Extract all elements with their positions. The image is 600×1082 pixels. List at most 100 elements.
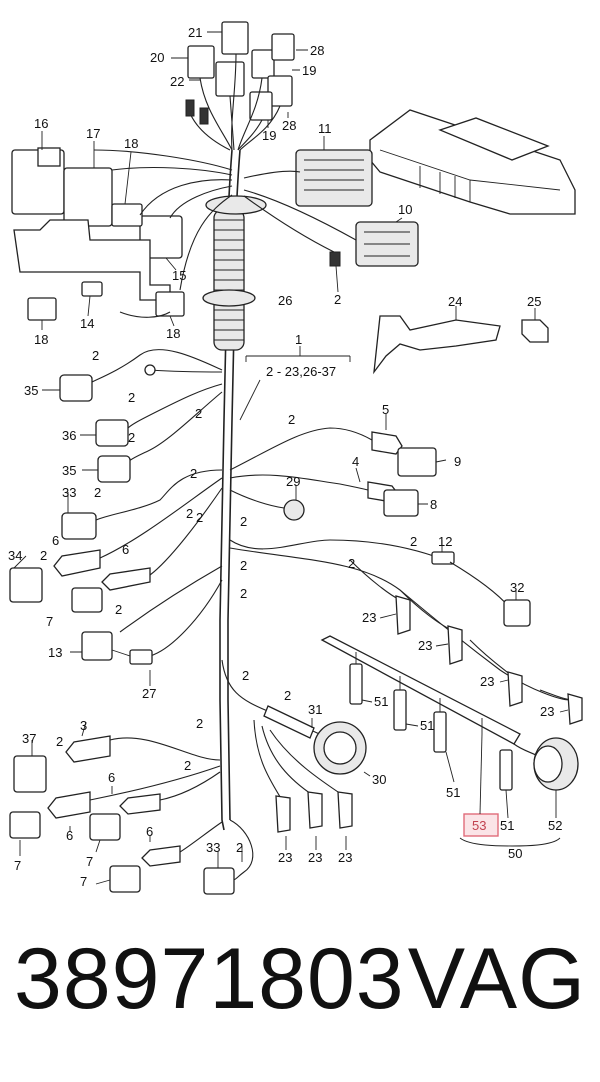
callout-7d: 7 xyxy=(80,874,87,889)
callout-23g: 23 xyxy=(338,850,352,865)
ecu-and-connectors xyxy=(243,109,576,293)
callout-2-ecu: 2 xyxy=(334,292,341,307)
part-number: 38971803 xyxy=(14,931,405,1027)
lower-left-sensors xyxy=(9,721,254,895)
callout-23c: 23 xyxy=(480,674,494,689)
callout-19: 19 xyxy=(302,63,316,78)
callout-37: 37 xyxy=(22,731,36,746)
callout-51c: 51 xyxy=(446,785,460,800)
callout-5: 5 xyxy=(382,402,389,417)
callout-6d: 6 xyxy=(66,828,73,843)
injector-harness-50 xyxy=(320,635,579,847)
callout-51a: 51 xyxy=(374,694,388,709)
callout-2m: 2 xyxy=(410,534,417,549)
callout-6e: 6 xyxy=(146,824,153,839)
callout-16: 16 xyxy=(34,116,48,131)
callout-1-range: 2 - 23,26-37 xyxy=(266,364,336,379)
callout-33a: 33 xyxy=(62,485,76,500)
top-connector-cluster xyxy=(171,21,308,151)
callout-34: 34 xyxy=(8,548,22,563)
callout-51d: 51 xyxy=(500,818,514,833)
callout-19b: 19 xyxy=(262,128,276,143)
callout-53: 53 xyxy=(472,818,486,833)
right-sensor-branches xyxy=(229,414,531,627)
grommet-26 xyxy=(202,289,256,307)
callout-4: 4 xyxy=(352,454,359,469)
relay-carrier-cluster xyxy=(11,131,233,330)
callout-18b: 18 xyxy=(34,332,48,347)
callout-2u: 2 xyxy=(56,734,63,749)
callout-8: 8 xyxy=(430,497,437,512)
callout-7a: 7 xyxy=(46,614,53,629)
callout-2v: 2 xyxy=(236,840,243,855)
callout-33b: 33 xyxy=(206,840,220,855)
callout-9: 9 xyxy=(454,454,461,469)
callout-23f: 23 xyxy=(308,850,322,865)
callout-7c: 7 xyxy=(86,854,93,869)
callout-2r: 2 xyxy=(284,688,291,703)
callout-2c: 2 xyxy=(195,406,202,421)
callout-14: 14 xyxy=(80,316,94,331)
callout-2k: 2 xyxy=(115,602,122,617)
callout-23a: 23 xyxy=(362,610,376,625)
callout-12: 12 xyxy=(438,534,452,549)
callout-7b: 7 xyxy=(14,858,21,873)
callout-2l: 2 xyxy=(288,412,295,427)
main-harness-trunk xyxy=(202,149,267,831)
callout-2o: 2 xyxy=(240,558,247,573)
callout-35a: 35 xyxy=(24,383,38,398)
callout-18a: 18 xyxy=(124,136,138,151)
callout-32: 32 xyxy=(510,580,524,595)
callout-27: 27 xyxy=(142,686,156,701)
callout-26: 26 xyxy=(278,293,292,308)
callout-1: 1 xyxy=(295,332,302,347)
callout-28b: 28 xyxy=(282,118,296,133)
callout-2i: 2 xyxy=(240,514,247,529)
callout-11: 11 xyxy=(318,121,332,136)
lower-connector-branch xyxy=(221,659,371,850)
callout-25: 25 xyxy=(527,294,541,309)
callout-3: 3 xyxy=(80,718,87,733)
footer: 38971803 VAG xyxy=(0,930,600,1050)
callout-2f: 2 xyxy=(94,485,101,500)
callout-17: 17 xyxy=(86,126,100,141)
callout-21: 21 xyxy=(188,25,202,40)
callout-6a: 6 xyxy=(52,533,59,548)
callout-28: 28 xyxy=(310,43,324,58)
callout-2b: 2 xyxy=(128,390,135,405)
callout-2n: 2 xyxy=(348,556,355,571)
callout-23b: 23 xyxy=(418,638,432,653)
callout-10: 10 xyxy=(398,202,412,217)
callout-2h: 2 xyxy=(196,510,203,525)
callout-15: 15 xyxy=(172,268,186,283)
callout-2t: 2 xyxy=(184,758,191,773)
brackets xyxy=(373,306,549,375)
callout-2e: 2 xyxy=(190,466,197,481)
callout-35b: 35 xyxy=(62,463,76,478)
callout-24: 24 xyxy=(448,294,462,309)
callout-2d: 2 xyxy=(128,430,135,445)
callout-36: 36 xyxy=(62,428,76,443)
callout-23e: 23 xyxy=(278,850,292,865)
callout-23d: 23 xyxy=(540,704,554,719)
corrugated-sleeve xyxy=(213,209,245,351)
callout-20: 20 xyxy=(150,50,164,65)
callout-50: 50 xyxy=(508,846,522,861)
callout-31: 31 xyxy=(308,702,322,717)
callout-52: 52 xyxy=(548,818,562,833)
callout-6c: 6 xyxy=(108,770,115,785)
callout-2a: 2 xyxy=(92,348,99,363)
callout-51b: 51 xyxy=(420,718,434,733)
callout-30: 30 xyxy=(372,772,386,787)
ignition-leads-right xyxy=(229,547,583,725)
callout-2g: 2 xyxy=(186,506,193,521)
callout-6b: 6 xyxy=(122,542,129,557)
callout-18c: 18 xyxy=(166,326,180,341)
wiring-harness-diagram: 21 20 22 28 19 19 28 16 17 18 15 14 18 1… xyxy=(8,21,583,895)
callout-2j: 2 xyxy=(40,548,47,563)
brand-label: VAG xyxy=(407,931,586,1027)
left-sensor-branches xyxy=(9,349,223,686)
callout-13: 13 xyxy=(48,645,62,660)
highlight-box-53 xyxy=(463,813,499,837)
